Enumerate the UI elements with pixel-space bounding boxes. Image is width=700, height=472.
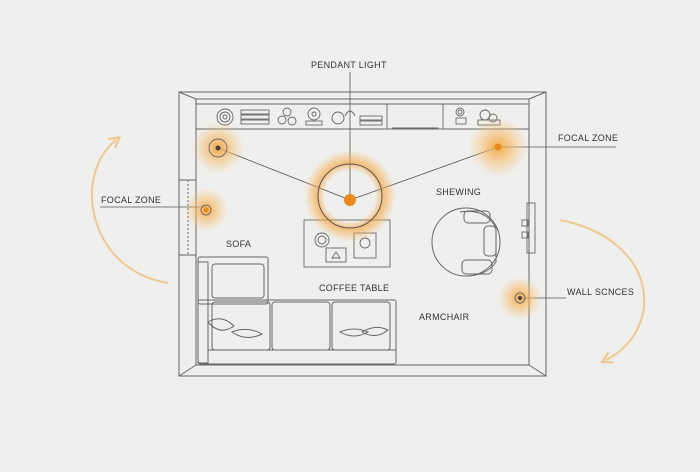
shelving-unit xyxy=(196,103,529,130)
coffee-table-label: COFFEE TABLE xyxy=(319,283,390,293)
wall-sconces-label: WALL SCNCES xyxy=(567,287,635,297)
light-glows xyxy=(184,117,542,320)
pendant-light xyxy=(317,163,383,229)
wall-fixture xyxy=(521,202,536,254)
armchair xyxy=(431,207,501,277)
right-curved-arrow-icon xyxy=(559,219,646,364)
shelving-label: SHEWING xyxy=(436,187,482,197)
pendant-light-label: PENDANT LIGHT xyxy=(311,60,387,70)
left-curved-arrow-icon xyxy=(91,135,169,284)
sofa xyxy=(197,256,397,365)
focal-zone-right-label: FOCAL ZONE xyxy=(558,133,619,143)
armchair-label: ARMCHAIR xyxy=(419,312,470,322)
focal-zone-left-label: FOCAL ZONE xyxy=(101,195,162,205)
sofa-label: SOFA xyxy=(226,239,252,249)
